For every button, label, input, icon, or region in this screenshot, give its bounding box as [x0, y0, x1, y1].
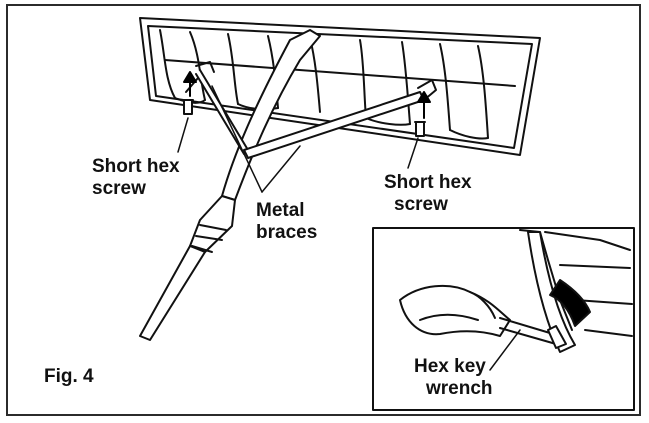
- label-short-hex-screw-right: Short hex screw: [384, 172, 472, 215]
- screw-right: [414, 121, 426, 137]
- inset-detail: [372, 227, 635, 411]
- leader-lines: [177, 85, 419, 193]
- figure-caption: Fig. 4: [44, 366, 94, 387]
- arrow-left: [183, 71, 197, 97]
- screw-left: [182, 99, 194, 115]
- label-hex-key-wrench: Hex key wrench: [414, 356, 493, 399]
- shovel-blade: [139, 17, 541, 156]
- label-short-hex-screw-left: Short hex screw: [92, 156, 180, 199]
- label-metal-braces: Metal braces: [256, 200, 318, 243]
- arrow-right: [417, 91, 431, 119]
